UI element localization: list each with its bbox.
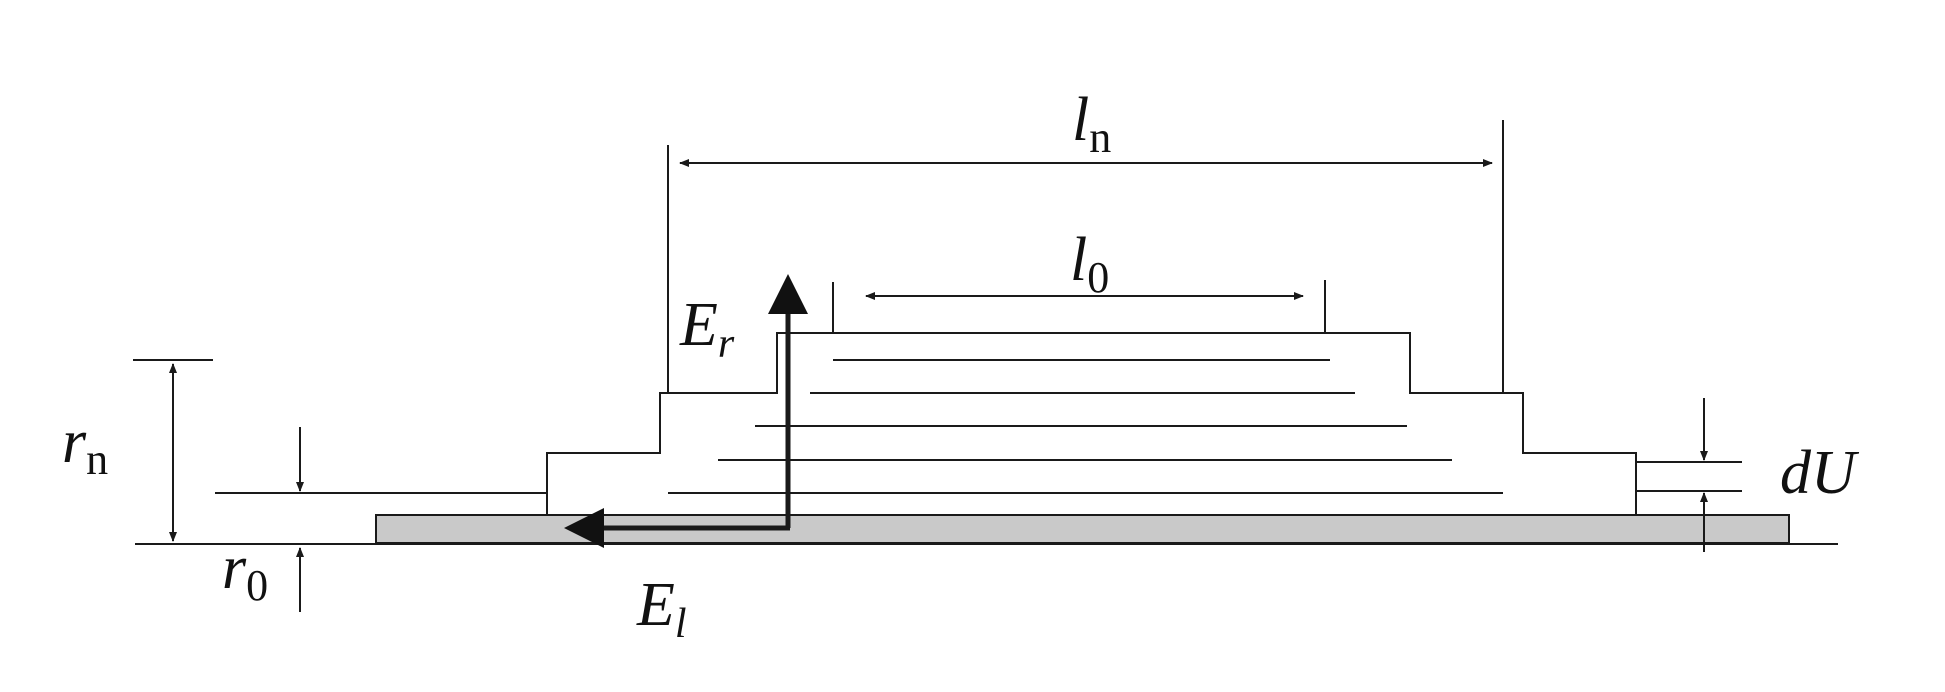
el-label: El xyxy=(636,571,687,647)
stepped-outline xyxy=(546,332,1637,515)
du-label: dU xyxy=(1780,439,1860,507)
substrate xyxy=(375,514,1790,544)
ln-label: ln xyxy=(1072,86,1111,162)
rn-label: rn xyxy=(62,408,108,484)
r0-label: r0 xyxy=(222,534,268,610)
er-label: Er xyxy=(679,291,735,367)
l0-label: l0 xyxy=(1070,226,1109,302)
